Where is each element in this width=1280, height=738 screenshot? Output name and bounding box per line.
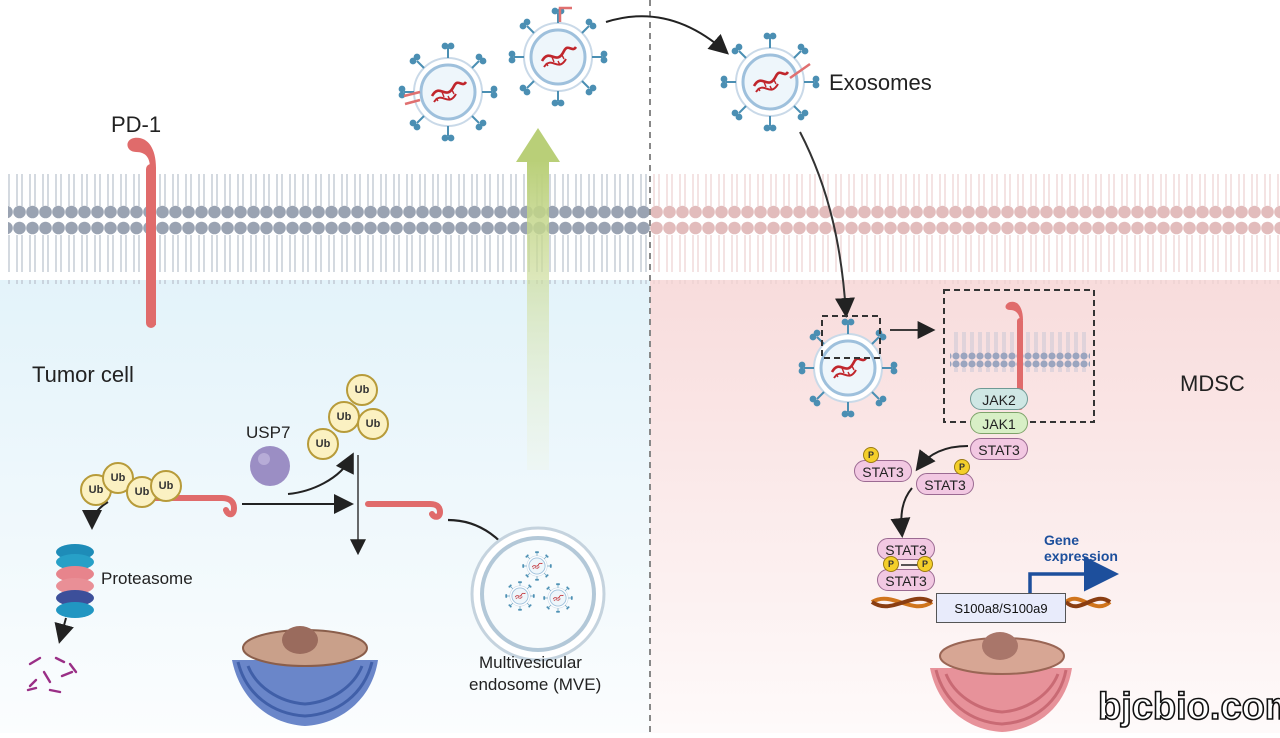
phospho-icon: P	[863, 447, 879, 463]
exosome-icon	[398, 42, 498, 142]
exosomes-label: Exosomes	[829, 70, 932, 95]
nucleus-icon	[232, 626, 378, 726]
exosome-icon	[508, 7, 608, 107]
pd1-receptor-icon	[127, 137, 156, 328]
gene-expression-line2: expression	[1044, 548, 1118, 564]
phospho-icon: P	[917, 556, 933, 572]
mve-label-line2: endosome (MVE)	[469, 675, 602, 694]
ubiquitin-icon: Ub	[307, 428, 339, 460]
ubiquitin-icon: Ub	[102, 462, 134, 494]
ubiquitin-icon: Ub	[357, 408, 389, 440]
exosome-icon	[720, 32, 820, 132]
stat3-pill: STAT3	[916, 473, 974, 495]
pd1-label: PD-1	[111, 112, 162, 137]
stat3-pill: STAT3	[970, 438, 1028, 460]
usp7-sphere-icon	[250, 446, 290, 486]
mdsc-label: MDSC	[1180, 371, 1245, 396]
exosome-icon	[798, 318, 898, 418]
proteasome-label: Proteasome	[101, 569, 193, 588]
proteasome-icon	[56, 544, 94, 618]
dna-helix-icon	[870, 596, 1112, 609]
watermark: bjcbio.com	[1097, 685, 1280, 729]
mve-label-line1: Multivesicular	[479, 653, 582, 672]
ubiquitin-icon: Ub	[346, 374, 378, 406]
s100a8-s100a9-box: S100a8/S100a9	[936, 593, 1066, 623]
gene-expression-line1: Gene	[1044, 532, 1080, 548]
nucleus-icon	[930, 632, 1072, 732]
jak1-pill: JAK1	[970, 412, 1028, 434]
usp7-label: USP7	[246, 423, 291, 442]
ubiquitin-icon: Ub	[328, 401, 360, 433]
tumor-cell-label: Tumor cell	[32, 362, 134, 387]
jak2-pill: JAK2	[970, 388, 1028, 410]
stat3-pill: STAT3	[877, 569, 935, 591]
stat3-pill: STAT3	[877, 538, 935, 560]
stat3-pill: STAT3	[854, 460, 912, 482]
phospho-icon: P	[954, 459, 970, 475]
phospho-icon: P	[883, 556, 899, 572]
ubiquitin-icon: Ub	[150, 470, 182, 502]
